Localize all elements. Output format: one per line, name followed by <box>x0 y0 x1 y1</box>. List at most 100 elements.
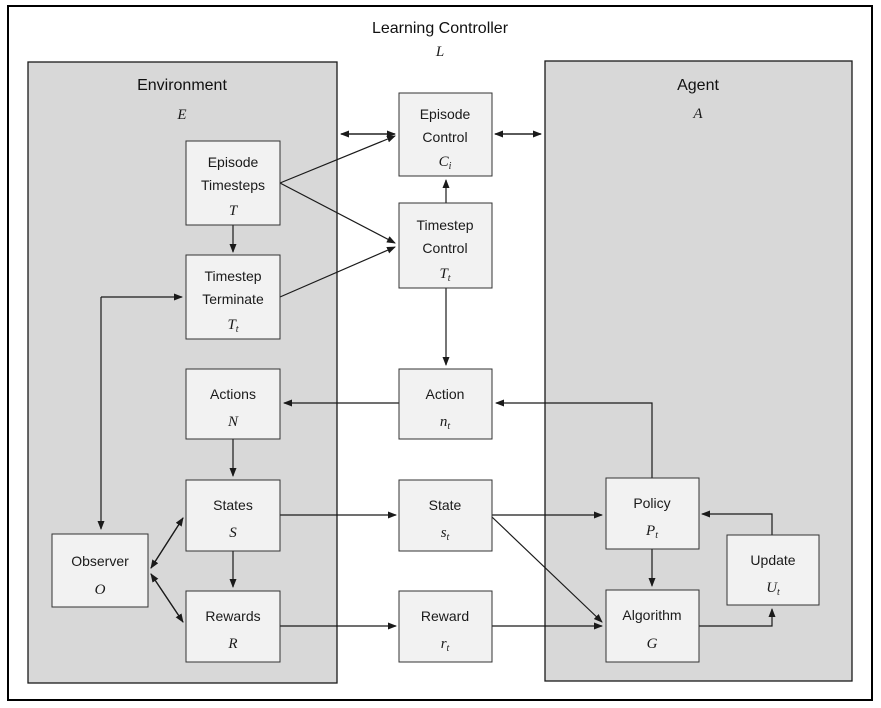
environment-title: Environment <box>137 77 227 94</box>
episode-control-box <box>398 92 493 177</box>
environment-container: Environment E <box>27 61 338 684</box>
symbol-sub: t <box>447 532 450 543</box>
symbol-sub: t <box>447 421 450 432</box>
symbol-main: P <box>645 523 655 539</box>
node-timestep-terminate: Timestep Terminate Tt <box>185 254 281 340</box>
symbol-sub: t <box>447 643 450 654</box>
timestep-control-box <box>398 202 493 289</box>
timestep-terminate-symbol: Tt <box>227 317 238 335</box>
reward-box <box>398 590 493 663</box>
policy-label: Policy <box>633 495 670 511</box>
algorithm-symbol: G <box>647 636 658 652</box>
update-label: Update <box>750 552 795 568</box>
symbol-main: n <box>440 414 448 430</box>
arrow-algorithm-to-update <box>698 608 776 627</box>
node-rewards: Rewards R <box>185 590 281 663</box>
episode-timesteps-label-line2: Timesteps <box>201 177 265 193</box>
update-symbol: Ut <box>766 580 780 598</box>
symbol-main: N <box>227 414 239 430</box>
action-label: Action <box>426 386 465 402</box>
action-symbol: nt <box>440 414 451 432</box>
node-reward: Reward rt <box>398 590 493 663</box>
symbol-main: S <box>229 525 237 541</box>
arrow-episode-timesteps-to-episode-control <box>279 135 396 184</box>
learning-controller-symbol: L <box>435 44 444 60</box>
symbol-main: C <box>439 154 450 170</box>
symbol-sub: t <box>777 587 780 598</box>
symbol-main: T <box>229 203 239 219</box>
states-box <box>185 479 281 552</box>
symbol-main: G <box>647 636 658 652</box>
state-box <box>398 479 493 552</box>
states-symbol: S <box>229 525 237 541</box>
arrow-state-to-algorithm <box>491 516 603 623</box>
actions-symbol: N <box>227 414 239 430</box>
node-episode-control: Episode Control Ci <box>398 92 493 177</box>
timestep-control-symbol: Tt <box>439 266 450 284</box>
timestep-terminate-label-line2: Terminate <box>202 291 264 307</box>
symbol-sub: t <box>448 273 451 284</box>
arrow-episode-timesteps-to-timestep-control <box>279 182 396 244</box>
arrow-update-to-policy <box>701 510 773 535</box>
symbol-sub: t <box>236 324 239 335</box>
episode-control-label-line1: Episode <box>420 106 471 122</box>
agent-symbol: A <box>692 106 703 122</box>
timestep-control-label-line1: Timestep <box>416 217 473 233</box>
symbol-main: r <box>441 636 447 652</box>
reward-label: Reward <box>421 608 469 624</box>
algorithm-box <box>605 589 700 663</box>
symbol-sub: i <box>449 161 452 172</box>
node-actions: Actions N <box>185 368 281 440</box>
algorithm-label: Algorithm <box>622 607 681 623</box>
actions-box <box>185 368 281 440</box>
learning-controller-title: Learning Controller <box>372 20 509 37</box>
node-update: Update Ut <box>726 534 820 606</box>
arrow-timestep-terminate-to-timestep-control <box>279 246 396 298</box>
node-timestep-control: Timestep Control Tt <box>398 202 493 289</box>
symbol-main: T <box>439 266 449 282</box>
observer-label: Observer <box>71 553 129 569</box>
timestep-control-label-line2: Control <box>422 240 467 256</box>
symbol-main: R <box>227 636 237 652</box>
action-box <box>398 368 493 440</box>
symbol-sub: t <box>655 530 658 541</box>
observer-symbol: O <box>95 582 106 598</box>
timestep-terminate-box <box>185 254 281 340</box>
node-observer: Observer O <box>51 533 149 608</box>
episode-timesteps-label-line1: Episode <box>208 154 259 170</box>
state-symbol: st <box>441 525 450 543</box>
observer-box <box>51 533 149 608</box>
node-states: States S <box>185 479 281 552</box>
update-box <box>726 534 820 606</box>
symbol-main: O <box>95 582 106 598</box>
rewards-label: Rewards <box>205 608 260 624</box>
node-episode-timesteps: Episode Timesteps T <box>185 140 281 226</box>
arrow-policy-to-action <box>495 399 653 478</box>
node-state: State st <box>398 479 493 552</box>
actions-label: Actions <box>210 386 256 402</box>
timestep-terminate-label-line1: Timestep <box>204 268 261 284</box>
symbol-main: s <box>441 525 447 541</box>
node-policy: Policy Pt <box>605 477 700 550</box>
agent-title: Agent <box>677 77 719 94</box>
rewards-box <box>185 590 281 663</box>
symbol-main: T <box>227 317 237 333</box>
episode-timesteps-symbol: T <box>229 203 239 219</box>
rewards-symbol: R <box>227 636 237 652</box>
episode-control-label-line2: Control <box>422 129 467 145</box>
double-arrow-rewards-observer <box>150 573 184 623</box>
states-label: States <box>213 497 253 513</box>
policy-symbol: Pt <box>645 523 658 541</box>
reward-symbol: rt <box>441 636 450 654</box>
symbol-main: U <box>766 580 778 596</box>
edges <box>97 130 776 630</box>
episode-control-symbol: Ci <box>439 154 452 172</box>
environment-symbol: E <box>176 107 186 123</box>
state-label: State <box>429 497 462 513</box>
episode-timesteps-box <box>185 140 281 226</box>
policy-box <box>605 477 700 550</box>
double-arrow-states-observer <box>150 517 184 569</box>
node-algorithm: Algorithm G <box>605 589 700 663</box>
